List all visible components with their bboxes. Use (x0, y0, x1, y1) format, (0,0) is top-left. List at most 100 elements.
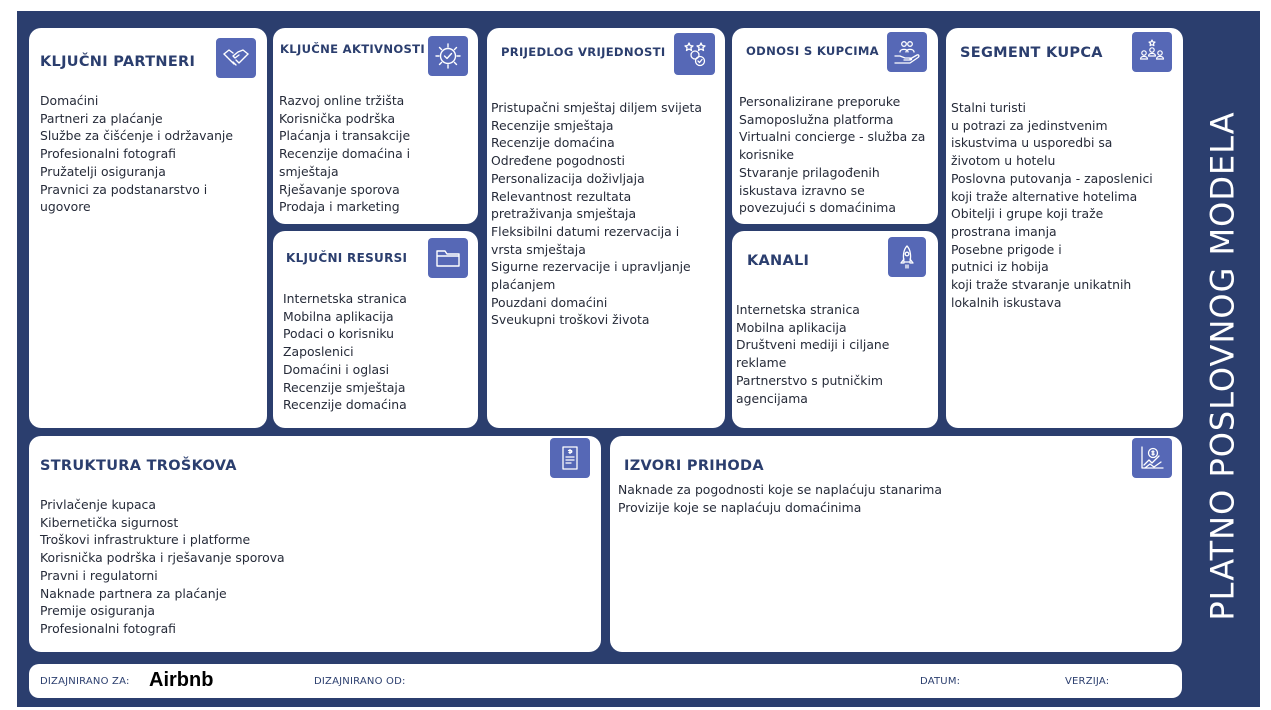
cost-structure-card: STRUKTURA TROŠKOVA Privlačenje kupaca Ki… (29, 436, 601, 652)
list-item: Provizije koje se naplaćuju domaćinima (618, 499, 862, 515)
key-resources-title: KLJUČNI RESURSI (286, 251, 408, 265)
customer-segments-card: SEGMENT KUPCA Stalni turisti u potrazi z… (946, 28, 1183, 428)
list-item: Mobilna aplikacija (283, 308, 394, 324)
channels-title: KANALI (747, 253, 810, 269)
list-item: Razvoj online tržišta (279, 93, 405, 108)
customer-relationships-list: Personalizirane preporuke Samoposlužna p… (739, 93, 925, 217)
value-proposition-list: Pristupačni smještaj diljem svijeta Rece… (491, 99, 702, 329)
list-item: reklame (736, 355, 787, 371)
list-item: Personalizacija doživljaja (491, 170, 645, 186)
list-item: Pravnici za podstanarstvo i (40, 181, 208, 197)
channels-card: KANALI Internetska stranica Mobilna apli… (732, 231, 938, 428)
list-item: Privlačenje kupaca (40, 497, 156, 512)
cost-structure-title: STRUKTURA TROŠKOVA (40, 458, 237, 474)
customer-segments-title: SEGMENT KUPCA (960, 45, 1103, 61)
list-item: Pružatelji osiguranja (40, 163, 166, 179)
revenue-chart-icon (1132, 438, 1172, 478)
key-partners-card: KLJUČNI PARTNERI Domaćini Partneri za pl… (29, 28, 267, 428)
list-item: Internetska stranica (283, 291, 407, 306)
key-partners-list: Domaćini Partneri za plaćanje Službe za … (40, 92, 233, 216)
list-item: Korisnička podrška i rješavanje sporova (40, 550, 285, 566)
receipt-icon (550, 438, 590, 478)
key-resources-list: Internetska stranica Mobilna aplikacija … (283, 290, 407, 414)
list-item: Sveukupni troškovi života (491, 312, 650, 328)
list-item: Obitelji i grupe koji traže (951, 206, 1104, 222)
list-item: Profesionalni fotografi (40, 146, 176, 162)
list-item: putnici iz hobija (951, 259, 1049, 275)
list-item: koji traže alternative hotelima (951, 188, 1138, 204)
list-item: Recenzije domaćina (283, 397, 407, 413)
list-item: pretraživanja smještaja (491, 206, 637, 222)
list-item: Naknade partnera za plaćanje (40, 585, 227, 601)
list-item: životom u hotelu (951, 153, 1056, 169)
list-item: ugovore (40, 199, 91, 215)
people-hand-icon (887, 32, 927, 72)
list-item: Personalizirane preporuke (739, 94, 901, 109)
customer-segments-list: Stalni turisti u potrazi za jedinstvenim… (951, 99, 1153, 311)
list-item: Recenzije domaćina (491, 135, 615, 151)
list-item: plaćanjem (491, 277, 556, 293)
version-label: VERZIJA: (1065, 676, 1110, 687)
customer-relationships-title: ODNOSI S KUPCIMA (746, 44, 879, 58)
revenue-streams-title: IZVORI PRIHODA (624, 458, 764, 474)
list-item: Domaćini i oglasi (283, 361, 390, 377)
list-item: Mobilna aplikacija (736, 319, 847, 335)
list-item: Poslovna putovanja - zaposlenici (951, 170, 1153, 186)
list-item: Posebne prigode i (951, 241, 1062, 257)
list-item: Profesionalni fotografi (40, 620, 176, 636)
list-item: Pristupačni smještaj diljem svijeta (491, 100, 702, 115)
list-item: Društveni mediji i ciljane (736, 337, 890, 353)
canvas-title-container: PLATNO POSLOVNOG MODELA (1190, 41, 1255, 691)
date-label: DATUM: (920, 676, 961, 687)
list-item: Korisnička podrška (279, 110, 396, 126)
key-resources-card: KLJUČNI RESURSI Internetska stranica Mob… (273, 231, 478, 428)
revenue-streams-card: IZVORI PRIHODA Naknade za pogodnosti koj… (610, 436, 1182, 652)
cost-structure-list: Privlačenje kupaca Kibernetička sigurnos… (40, 496, 285, 638)
channels-list: Internetska stranica Mobilna aplikacija … (736, 301, 889, 407)
list-item: smještaja (279, 163, 339, 179)
list-item: korisnike (739, 147, 794, 163)
list-item: Recenzije domaćina i (279, 146, 411, 162)
stars-badge-icon (674, 33, 715, 75)
key-partners-title: KLJUČNI PARTNERI (40, 54, 196, 70)
list-item: Sigurne rezervacije i upravljanje (491, 259, 691, 275)
list-item: Rješavanje sporova (279, 181, 400, 197)
list-item: Pouzdani domaćini (491, 294, 608, 310)
customer-relationships-card: ODNOSI S KUPCIMA Personalizirane preporu… (732, 28, 938, 224)
revenue-streams-list: Naknade za pogodnosti koje se naplaćuju … (618, 481, 942, 516)
footer-bar: DIZAJNIRANO ZA: Airbnb DIZAJNIRANO OD: D… (29, 664, 1182, 698)
canvas-title: PLATNO POSLOVNOG MODELA (1203, 111, 1242, 621)
list-item: Troškovi infrastrukture i platforme (40, 532, 251, 548)
rocket-icon (888, 237, 926, 277)
list-item: Recenzije smještaja (491, 117, 614, 133)
list-item: Plaćanja i transakcije (279, 128, 411, 144)
key-activities-list: Razvoj online tržišta Korisnička podrška… (279, 92, 410, 216)
list-item: Određene pogodnosti (491, 153, 625, 169)
list-item: lokalnih iskustava (951, 294, 1062, 310)
list-item: Službe za čišćenje i održavanje (40, 128, 233, 144)
list-item: povezujući s domaćinima (739, 200, 896, 216)
user-group-icon (1132, 32, 1172, 72)
list-item: koji traže stvaranje unikatnih (951, 277, 1132, 293)
list-item: Relevantnost rezultata (491, 188, 632, 204)
list-item: iskustvima u usporedbi sa (951, 135, 1113, 151)
list-item: Partnerstvo s putničkim (736, 372, 883, 388)
list-item: prostrana imanja (951, 223, 1057, 239)
key-activities-card: KLJUČNE AKTIVNOSTI Razvoj online tržišta… (273, 28, 478, 224)
designed-for-label: DIZAJNIRANO ZA: (40, 676, 130, 687)
list-item: Naknade za pogodnosti koje se naplaćuju … (618, 482, 942, 497)
list-item: Fleksibilni datumi rezervacija i (491, 223, 680, 239)
list-item: Partneri za plaćanje (40, 110, 163, 126)
list-item: Domaćini (40, 93, 99, 108)
list-item: Prodaja i marketing (279, 199, 400, 215)
list-item: u potrazi za jedinstvenim (951, 117, 1108, 133)
value-proposition-title: PRIJEDLOG VRIJEDNOSTI (501, 45, 666, 59)
folder-icon (428, 238, 468, 278)
list-item: Samoposlužna platforma (739, 111, 894, 127)
value-proposition-card: PRIJEDLOG VRIJEDNOSTI Pristupačni smješt… (487, 28, 725, 428)
list-item: Zaposlenici (283, 344, 354, 360)
designed-for-value: Airbnb (149, 669, 214, 691)
gear-check-icon (428, 36, 468, 76)
designed-by-label: DIZAJNIRANO OD: (314, 676, 406, 687)
list-item: Stvaranje prilagođenih (739, 164, 880, 180)
